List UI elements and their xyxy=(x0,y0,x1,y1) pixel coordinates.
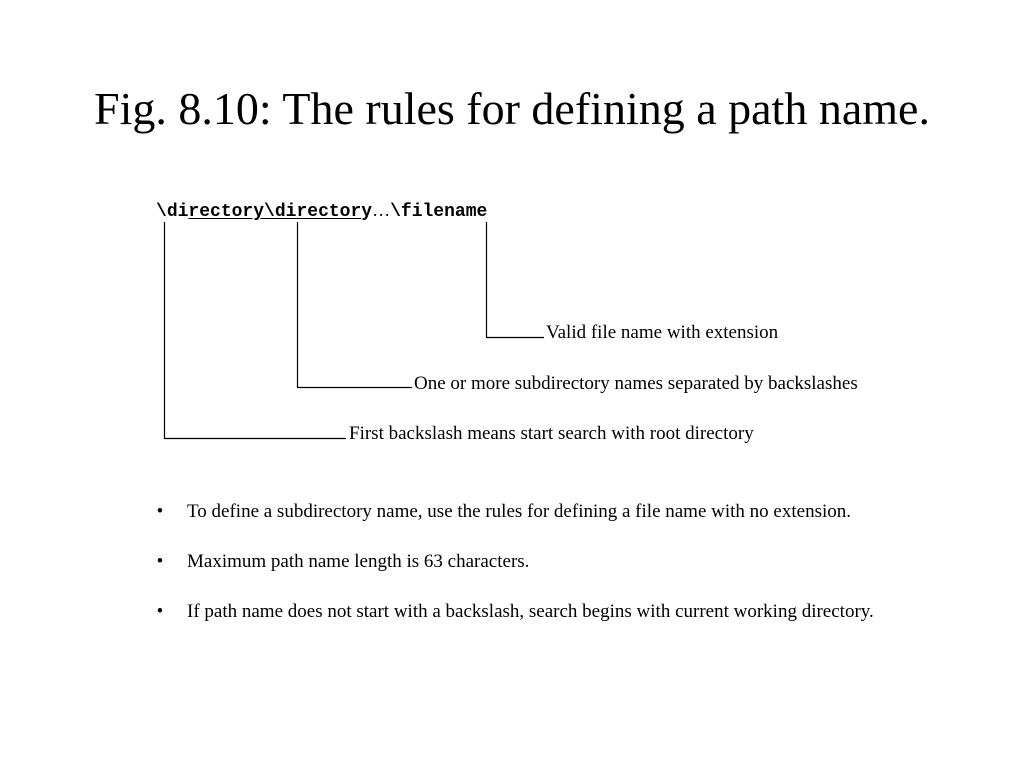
path-separator-backslash: \ xyxy=(264,202,275,222)
path-filename-backslash: \ xyxy=(390,202,401,222)
bullet-text: If path name does not start with a backs… xyxy=(187,601,874,622)
list-item: • If path name does not start with a bac… xyxy=(150,599,910,624)
path-ellipsis: … xyxy=(372,200,391,220)
path-segment-rectory: rectory xyxy=(188,202,265,222)
path-diagram: \directory\directory…\filename Valid fil… xyxy=(156,199,858,444)
path-root-backslash: \ xyxy=(156,202,167,222)
path-segment-y: y xyxy=(361,202,373,222)
path-syntax: \directory\directory…\filename xyxy=(156,199,487,223)
path-segment-di: di xyxy=(166,202,189,222)
callout-root: First backslash means start search with … xyxy=(349,423,754,444)
callout-filename: Valid file name with extension xyxy=(546,322,779,343)
bullet-text: To define a subdirectory name, use the r… xyxy=(187,501,851,522)
list-item: • Maximum path name length is 63 charact… xyxy=(150,549,910,574)
callout-subdirectories: One or more subdirectory names separated… xyxy=(414,373,858,394)
bullet-icon: • xyxy=(156,601,164,622)
path-segment-directory: director xyxy=(274,202,362,222)
path-segment-filename: filename xyxy=(400,202,488,222)
slide-title: Fig. 8.10: The rules for defining a path… xyxy=(94,83,930,134)
connector-lines xyxy=(163,222,544,440)
list-item: • To define a subdirectory name, use the… xyxy=(150,499,910,524)
bullet-text: Maximum path name length is 63 character… xyxy=(187,551,530,572)
bullet-icon: • xyxy=(156,501,164,522)
bullet-list: • To define a subdirectory name, use the… xyxy=(150,499,910,649)
bullet-icon: • xyxy=(156,551,164,572)
